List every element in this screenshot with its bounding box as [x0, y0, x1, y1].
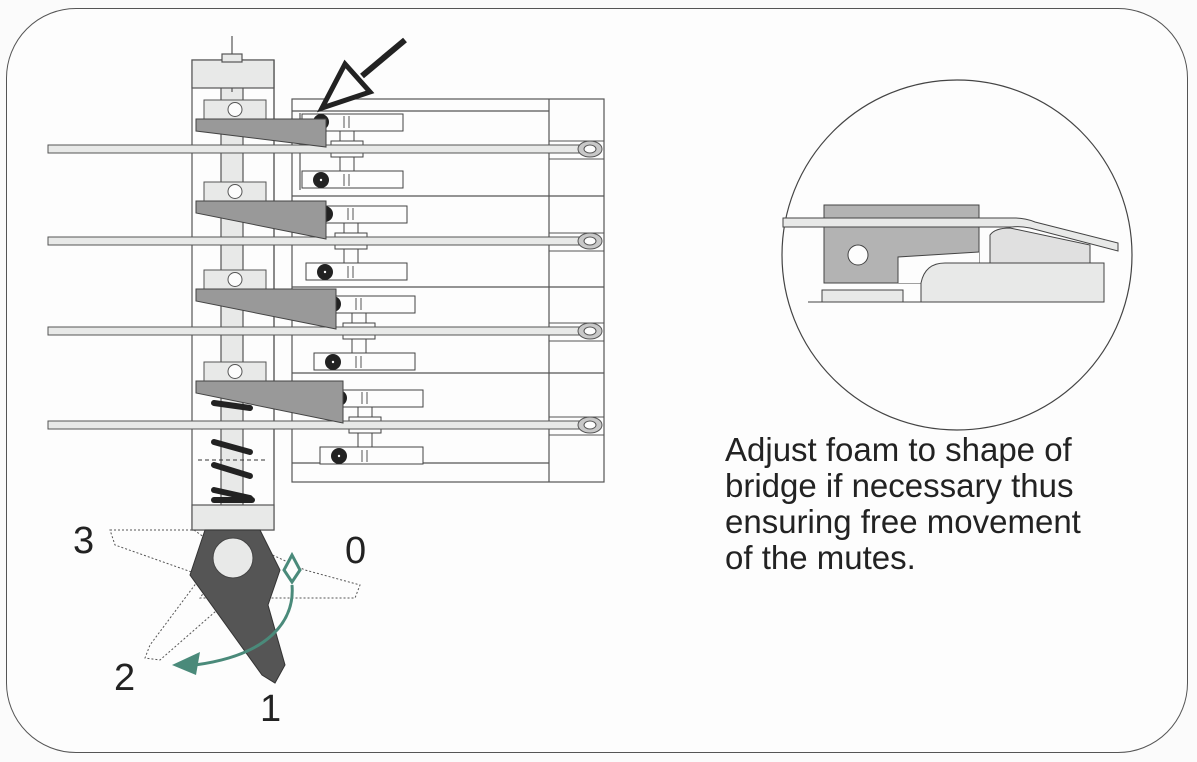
lever-position-label-0: 0 — [345, 530, 367, 572]
curved-arrow-icon — [194, 551, 302, 667]
collar-hole — [227, 364, 243, 379]
mute-units — [47, 99, 604, 465]
caption-line: Adjust foam to shape of — [725, 431, 1072, 468]
collar-hole — [227, 272, 243, 287]
caption-line: bridge if necessary thus — [725, 467, 1074, 504]
bridge-detail-view — [781, 79, 1133, 431]
lever-position-label-3: 3 — [73, 520, 95, 562]
string — [47, 420, 594, 430]
instruction-caption: Adjust foam to shape of bridge if necess… — [725, 432, 1145, 576]
mute-wedge — [195, 118, 327, 148]
mute-wedge — [195, 200, 327, 240]
mute-wedge — [195, 380, 344, 424]
caption-line: ensuring free movement — [725, 503, 1081, 540]
hollow-arrow-icon — [316, 37, 407, 113]
spring — [211, 400, 255, 503]
lever-position-label-1: 1 — [260, 688, 282, 730]
lever-pivot — [212, 537, 254, 579]
collar-hole — [227, 184, 243, 199]
lever-position-label-2: 2 — [114, 657, 136, 699]
rail-foot — [191, 504, 275, 531]
mute-wedge — [195, 288, 337, 330]
collar-hole — [227, 102, 243, 117]
curved-arrow-head — [172, 652, 200, 675]
caption-line: of the mutes. — [725, 539, 916, 576]
string — [47, 326, 594, 336]
